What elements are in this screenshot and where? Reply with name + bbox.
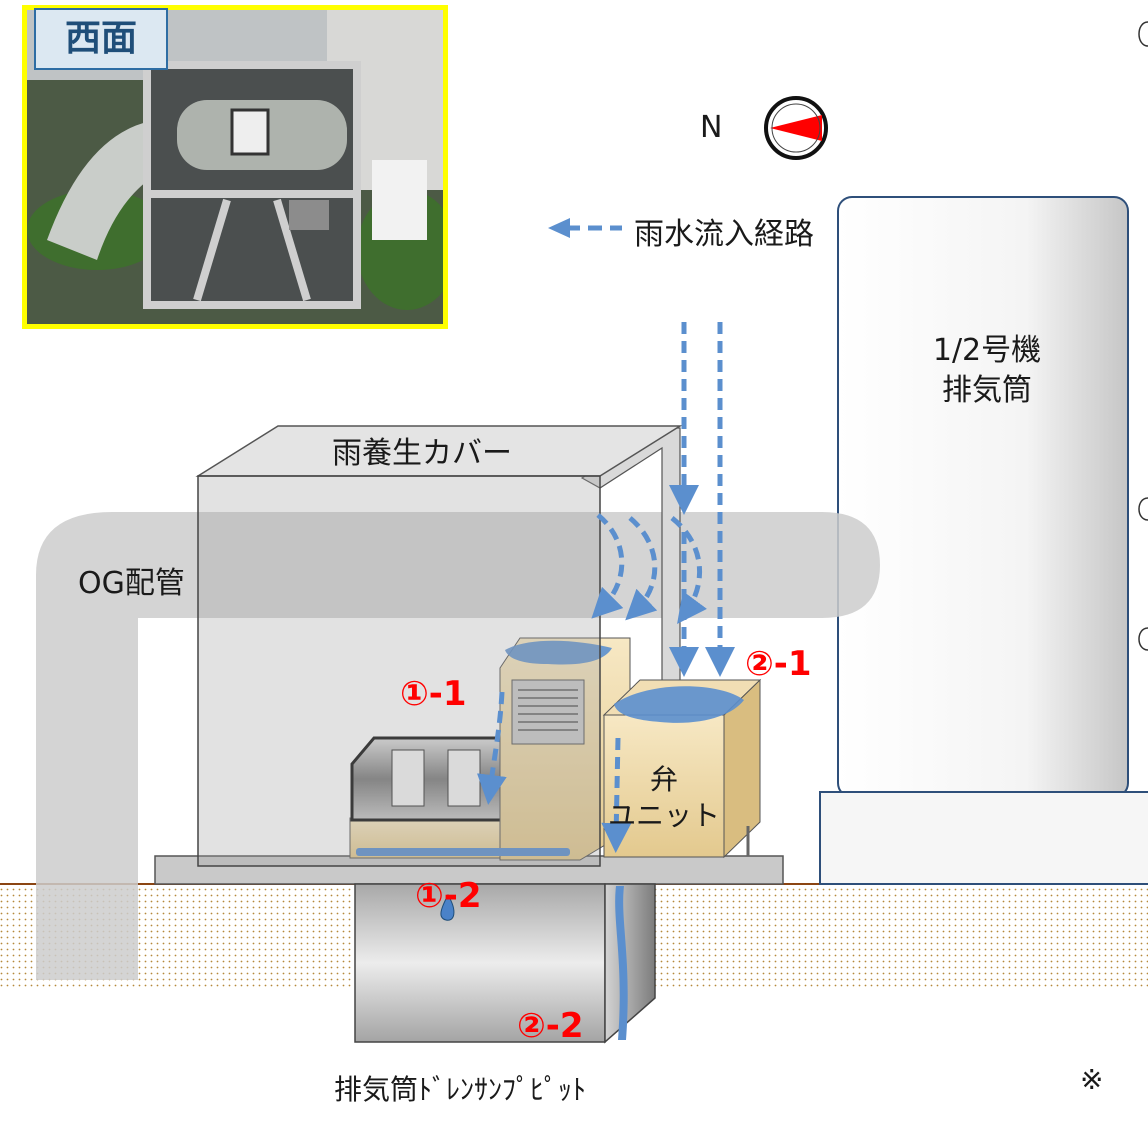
legend-arrow xyxy=(548,218,622,238)
exhaust-stack xyxy=(819,196,1148,885)
rain-cover-front xyxy=(197,475,601,867)
marker-1-2: ①-2 xyxy=(415,876,482,916)
valve-unit xyxy=(602,678,762,859)
compass-label: N xyxy=(700,110,723,145)
compass-icon xyxy=(764,96,828,160)
edge-mark-1 xyxy=(1138,21,1148,47)
flow-arrow-curve-3 xyxy=(670,516,707,625)
marker-2-2: ②-2 xyxy=(517,1006,584,1046)
footnote-mark: ※ xyxy=(1080,1063,1104,1096)
legend-label: 雨水流入経路 xyxy=(634,217,814,252)
pipe-label: OG配管 xyxy=(78,566,185,601)
flow-arrow-1-1 xyxy=(476,691,507,805)
valve-unit-label: 弁 ユニット xyxy=(607,763,720,832)
rain-flow-arrows xyxy=(476,322,735,853)
stack-label: 1/2号機 排気筒 xyxy=(932,333,1042,408)
og-pipe xyxy=(36,512,880,980)
drain-sump-pit xyxy=(354,883,656,1044)
pit-label: 排気筒ﾄﾞﾚﾝｻﾝﾌﾟﾋﾟｯﾄ xyxy=(334,1073,587,1106)
edge-mark-2 xyxy=(1138,497,1148,521)
edge-mark-3 xyxy=(1138,627,1148,651)
control-panel xyxy=(499,637,631,861)
marker-1-1: ①-1 xyxy=(400,674,467,714)
floor-water xyxy=(356,848,570,856)
flow-arrow-2-1 xyxy=(601,737,632,853)
photo-badge-west: 西面 xyxy=(34,8,168,70)
cover-label: 雨養生カバー xyxy=(332,436,512,471)
marker-2-1: ②-1 xyxy=(745,644,812,684)
flow-arrow-curve-1 xyxy=(591,513,625,619)
site-photo xyxy=(22,5,448,329)
